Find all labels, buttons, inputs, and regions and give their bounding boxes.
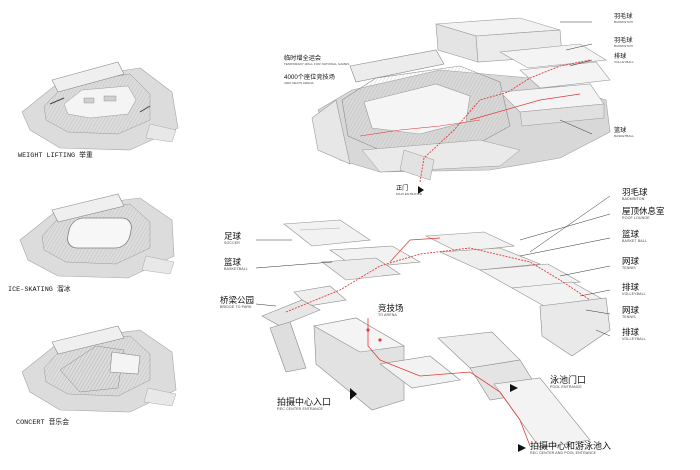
label-badminton-top-1: 羽毛球 BADMINTON <box>614 13 633 25</box>
label-to-arena: 竞技场 TO ARENA <box>378 303 404 317</box>
label-tennis-1: 网球 TENNIS <box>622 256 640 270</box>
label-volleyball-2: 排球 VOLLEYBALL <box>622 282 646 296</box>
label-basketball: 篮球 BASKETBALL <box>224 257 248 271</box>
label-rec-center-and-pool-entrance: 拍摄中心和游泳池入 REC CENTER AND POOL ENTRANCE <box>530 441 612 455</box>
concert-arena-model <box>21 325 177 413</box>
label-roof-lounge: 屋顶休息室 ROOF LOUNGE <box>622 206 665 220</box>
arena-complex-model <box>311 17 611 183</box>
label-badminton: 羽毛球 BADMINTON <box>622 187 648 201</box>
label-soccer: 足球 SOCCER <box>224 231 242 245</box>
label-pool-entrance: 泳池门口 POOL ENTRANCE <box>550 375 587 389</box>
label-leader-lines <box>255 21 611 337</box>
rec-center-model <box>261 219 611 449</box>
label-tennis-2: 网球 TENNIS <box>622 305 640 319</box>
caption-ice-skating: ICE-SKATING 溜冰 <box>8 286 71 294</box>
weightlifting-arena-model <box>21 61 179 151</box>
label-basket-ball: 篮球 BASKET BALL <box>622 229 648 243</box>
label-bridge-to-park: 桥梁公园 BRIDGE TO PARK <box>220 295 255 309</box>
label-4000-seat-arena: 4000个座位竞技场 4000 SEATS ARENA <box>284 74 335 86</box>
label-volleyball-3: 排球 VOLLEYBALL <box>622 327 646 341</box>
label-badminton-top-2: 羽毛球 BADMINTON <box>614 37 633 49</box>
entrance-arrows <box>350 186 526 452</box>
caption-weightlifting: WEIGHT LIFTING 举重 <box>18 152 93 160</box>
label-volleyball-top: 排球 VOLLEYBALL <box>614 53 635 65</box>
label-rec-center-entrance: 拍摄中心入口 REC CENTER ENTRANCE <box>277 397 332 411</box>
label-national-games: 临时增全运会 TEMPORARY WALL FOR NATIONAL GAMES <box>284 55 350 67</box>
label-main-entrance: 正门 MAIN ENTRANCE <box>396 185 423 197</box>
caption-concert: CONCERT 音乐会 <box>16 419 70 427</box>
label-basketball-top: 篮球 BASKETBALL <box>614 127 635 139</box>
ice-skating-arena-model <box>19 193 175 279</box>
